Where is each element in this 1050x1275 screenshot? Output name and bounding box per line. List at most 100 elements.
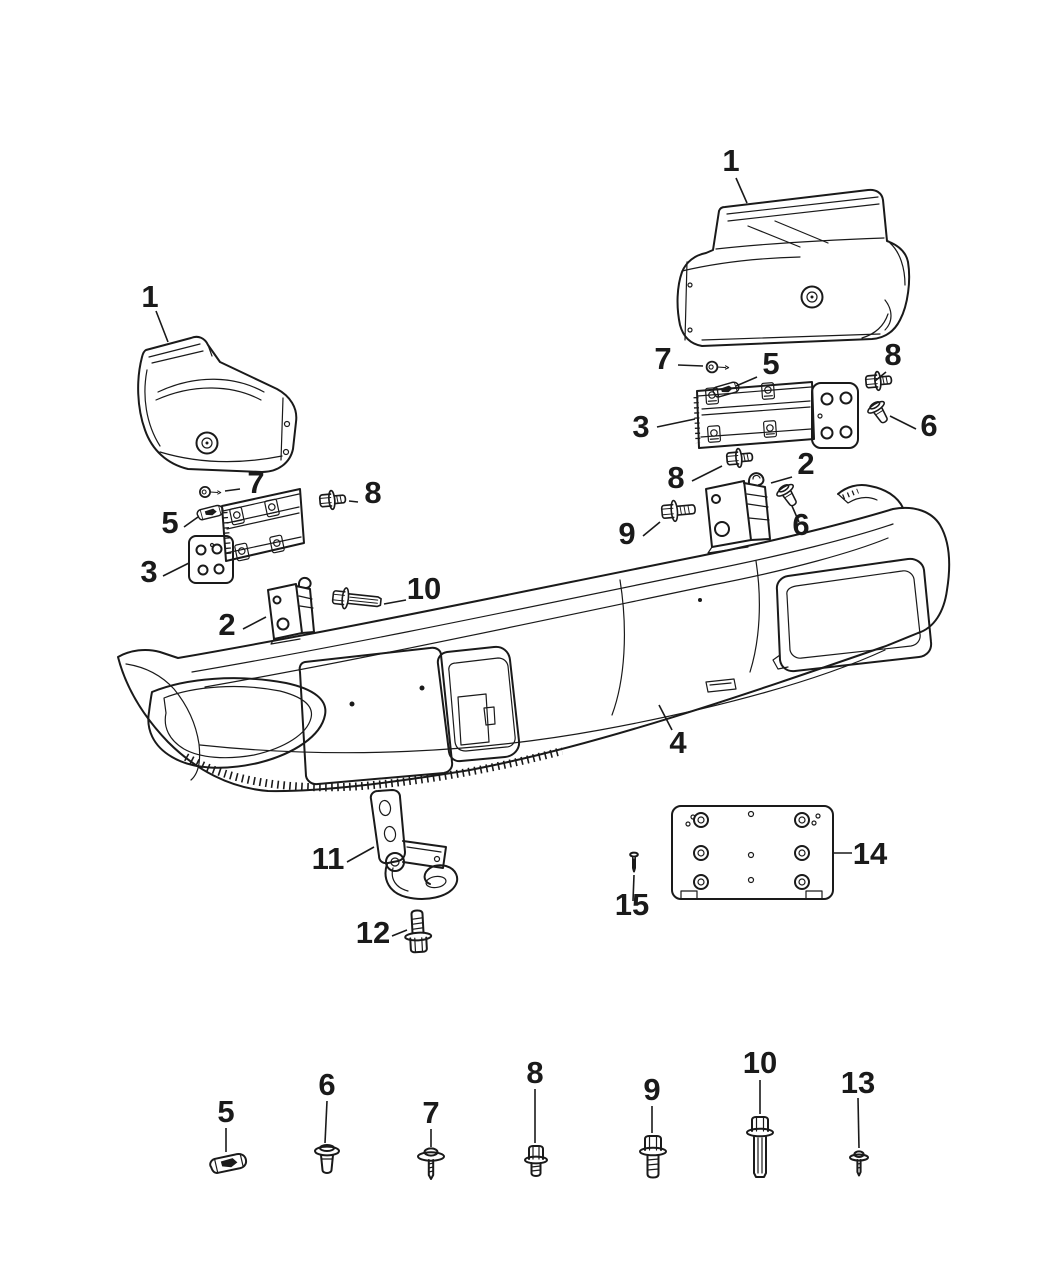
part-4-rear-bumper — [117, 484, 951, 793]
callout-8-left: 8 — [348, 475, 382, 510]
leader-line — [791, 505, 800, 523]
part-9-bolt-legend — [639, 1135, 667, 1179]
callout-label: 6 — [920, 408, 937, 443]
callout-label: 3 — [140, 554, 157, 589]
callout-label: 6 — [318, 1067, 335, 1102]
part-12-bolt — [402, 908, 433, 954]
callout-label: 1 — [141, 279, 158, 314]
callout-1-left: 1 — [141, 279, 169, 343]
callout-label: 10 — [407, 571, 441, 606]
leader-line — [155, 310, 169, 343]
leader-line — [383, 599, 407, 605]
part-3-bumper-bracket-right — [693, 381, 859, 449]
leader-line — [691, 465, 723, 482]
leader-line — [162, 562, 190, 577]
callout-label: 10 — [743, 1045, 777, 1080]
leader-line — [224, 488, 241, 492]
callout-5-right: 5 — [735, 346, 780, 387]
part-5-clip-nut-legend — [208, 1152, 248, 1175]
callout-4-bumper: 4 — [658, 704, 687, 760]
callout-label: 14 — [853, 836, 888, 871]
callout-label: 8 — [667, 460, 684, 495]
part-6-rivet-upper-right — [864, 397, 894, 428]
part-7-screw-legend — [417, 1147, 445, 1180]
leader-line — [346, 846, 375, 863]
callout-8-upper-right: 8 — [874, 337, 902, 382]
callout-6-bottom: 6 — [318, 1067, 336, 1144]
callout-label: 2 — [797, 446, 814, 481]
callout-label: 1 — [722, 143, 739, 178]
callout-label: 8 — [364, 475, 381, 510]
part-7-screw-left — [199, 486, 222, 498]
leader-line — [324, 1100, 328, 1144]
callouts: 1 1 7 5 8 6 3 8 — [140, 143, 938, 1152]
part-5-clip-nut-right — [711, 380, 741, 399]
leader-line — [348, 500, 359, 503]
part-8-bolt-legend — [524, 1145, 548, 1177]
part-10-bolt-left — [331, 585, 383, 614]
callout-2-right: 2 — [770, 446, 815, 484]
leader-line — [658, 704, 673, 731]
leader-line — [677, 364, 704, 367]
callout-9-bottom: 9 — [643, 1072, 661, 1133]
part-1-bumper-extension-right — [676, 188, 911, 347]
callout-2-left: 2 — [218, 607, 267, 642]
part-2-support-bracket-left — [267, 576, 315, 645]
callout-10-left: 10 — [383, 571, 441, 606]
callout-label: 8 — [526, 1055, 543, 1090]
leader-line — [857, 1097, 860, 1149]
callout-8-lower-right: 8 — [667, 460, 723, 495]
callout-11-tow-hook: 11 — [312, 841, 375, 876]
leader-line — [735, 376, 758, 387]
callout-9-right: 9 — [618, 516, 661, 551]
leader-line — [242, 616, 267, 630]
callout-label: 12 — [356, 915, 390, 950]
callout-label: 7 — [654, 341, 671, 376]
callout-label: 3 — [632, 409, 649, 444]
leader-line — [183, 516, 199, 528]
leader-line — [889, 415, 917, 430]
part-8-bolt-upper-right — [864, 369, 894, 393]
part-8-bolt-lower-right — [725, 446, 755, 470]
grommet-centers — [697, 816, 806, 886]
callout-7-left: 7 — [224, 465, 265, 500]
part-3-bumper-bracket-left — [188, 488, 305, 584]
callout-6-upper-right: 6 — [889, 408, 938, 443]
leader-line — [656, 418, 696, 428]
callout-label: 7 — [422, 1095, 439, 1130]
small-holes — [685, 810, 821, 884]
part-13-screw-legend — [849, 1150, 869, 1177]
part-1-bumper-extension-left — [137, 335, 298, 473]
callout-label: 5 — [161, 505, 178, 540]
part-6-rivet-lower-right — [773, 480, 803, 511]
part-10-bolt-legend — [746, 1116, 774, 1178]
callout-6-lower-right: 6 — [791, 505, 810, 542]
part-2-support-bracket-right — [705, 472, 771, 554]
leader-line — [642, 521, 661, 537]
leader-line — [770, 476, 793, 484]
part-9-bolt-right — [660, 497, 697, 524]
callout-10-bottom: 10 — [743, 1045, 777, 1114]
leader-line — [874, 371, 887, 382]
callout-5-left: 5 — [161, 505, 199, 540]
callout-12-bolt: 12 — [356, 915, 408, 950]
part-11-tow-hook — [369, 789, 459, 900]
callout-8-bottom: 8 — [526, 1055, 544, 1143]
callout-1-right: 1 — [722, 143, 748, 204]
callout-label: 2 — [218, 607, 235, 642]
callout-label: 11 — [312, 841, 345, 876]
part-6-rivet-legend — [314, 1144, 340, 1174]
leader-line — [391, 929, 408, 937]
grommet-holes — [693, 812, 810, 890]
callout-label: 15 — [615, 887, 649, 922]
leader-line — [735, 177, 748, 204]
callout-7-right: 7 — [654, 341, 704, 376]
part-7-screw-right — [705, 360, 730, 374]
callout-label: 4 — [669, 725, 687, 760]
callout-14-plate: 14 — [834, 836, 888, 871]
callout-label: 9 — [643, 1072, 660, 1107]
callout-label: 5 — [762, 346, 779, 381]
part-15-screw — [629, 851, 639, 873]
